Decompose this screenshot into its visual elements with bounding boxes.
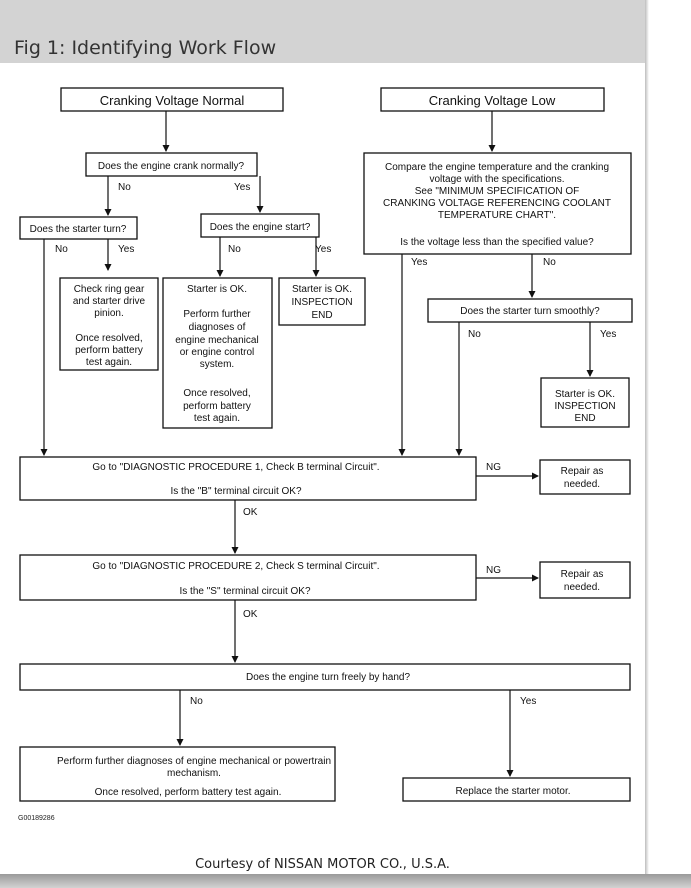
action-repair-as-needed-1: Repair as needed. [539,459,631,495]
svg-text:diagnoses of: diagnoses of [189,322,246,333]
svg-text:and starter drive: and starter drive [73,296,146,307]
svg-text:system.: system. [200,359,234,370]
svg-text:Compare the engine temperature: Compare the engine temperature and the c… [385,162,609,173]
svg-text:or engine control: or engine control [180,347,255,358]
svg-text:mechanism.: mechanism. [167,768,221,779]
label-no: No [543,257,556,268]
label-yes: Yes [520,696,536,707]
svg-text:Starter is OK.: Starter is OK. [187,284,247,295]
action-replace-starter-motor: Replace the starter motor. [402,777,631,802]
svg-text:Once resolved,: Once resolved, [183,388,250,399]
label-no: No [228,244,241,255]
action-starter-ok-further-diagnoses: Starter is OK. Perform further diagnoses… [162,277,273,429]
action-perform-further-diagnoses: Perform further diagnoses of engine mech… [19,746,336,802]
decision-starter-turn-smoothly: Does the starter turn smoothly? [427,298,633,323]
svg-text:test again.: test again. [194,413,240,424]
decision-engine-turn-freely: Does the engine turn freely by hand? [19,663,631,691]
svg-text:Go to "DIAGNOSTIC PROCEDURE 1,: Go to "DIAGNOSTIC PROCEDURE 1, Check B t… [92,462,379,473]
label-yes: Yes [600,329,616,340]
svg-text:Once resolved, perform battery: Once resolved, perform battery test agai… [95,787,282,798]
svg-text:needed.: needed. [564,479,600,490]
svg-text:Does the starter turn smoothly: Does the starter turn smoothly? [460,306,600,317]
svg-text:Starter is OK.: Starter is OK. [292,284,352,295]
svg-text:Repair as: Repair as [561,466,604,477]
svg-text:Cranking Voltage Normal: Cranking Voltage Normal [100,93,245,108]
figure-header: Fig 1: Identifying Work Flow [0,0,645,63]
label-no: No [118,182,131,193]
svg-text:Does the engine start?: Does the engine start? [210,222,311,233]
label-ng: NG [486,565,501,576]
svg-text:INSPECTION: INSPECTION [291,297,352,308]
svg-text:Perform further: Perform further [183,309,251,320]
end-starter-ok-inspection-2: Starter is OK. INSPECTION END [540,377,630,428]
branch-labels: No Yes No Yes No Yes Yes No No Yes NG OK… [55,182,616,707]
action-repair-as-needed-2: Repair as needed. [539,561,631,599]
label-ok: OK [243,507,258,518]
label-yes: Yes [411,257,427,268]
decision-compare-temperature-voltage: Compare the engine temperature and the c… [363,152,632,255]
svg-text:Is the "B" terminal circuit OK: Is the "B" terminal circuit OK? [170,486,301,497]
svg-text:INSPECTION: INSPECTION [554,401,615,412]
label-ng: NG [486,462,501,473]
svg-text:Once resolved,: Once resolved, [75,333,142,344]
svg-text:pinion.: pinion. [94,308,123,319]
svg-text:Perform further diagnoses of e: Perform further diagnoses of engine mech… [57,756,331,767]
figure-title: Fig 1: Identifying Work Flow [14,37,277,59]
label-yes: Yes [315,244,331,255]
action-check-ring-gear: Check ring gear and starter drive pinion… [59,277,159,371]
svg-text:Is the voltage less than the s: Is the voltage less than the specified v… [400,237,594,248]
start-box-cranking-voltage-normal: Cranking Voltage Normal [60,87,284,112]
courtesy-text: Courtesy of NISSAN MOTOR CO., U.S.A. [195,857,450,872]
decision-diagnostic-procedure-2: Go to "DIAGNOSTIC PROCEDURE 2, Check S t… [19,554,477,601]
svg-text:perform battery: perform battery [183,401,251,412]
svg-text:Repair as: Repair as [561,569,604,580]
decision-starter-turn: Does the starter turn? [19,216,138,240]
decision-engine-start: Does the engine start? [200,213,320,238]
svg-text:Is the "S" terminal circuit OK: Is the "S" terminal circuit OK? [179,586,310,597]
svg-text:CRANKING VOLTAGE REFERENCING C: CRANKING VOLTAGE REFERENCING COOLANT [383,198,611,209]
svg-text:test again.: test again. [86,357,132,368]
svg-text:See "MINIMUM SPECIFICATION OF: See "MINIMUM SPECIFICATION OF [415,186,580,197]
label-no: No [55,244,68,255]
svg-text:needed.: needed. [564,582,600,593]
svg-text:Does the starter turn?: Does the starter turn? [30,224,127,235]
svg-text:Check ring gear: Check ring gear [74,284,145,295]
decision-diagnostic-procedure-1: Go to "DIAGNOSTIC PROCEDURE 1, Check B t… [19,456,477,501]
end-starter-ok-inspection-1: Starter is OK. INSPECTION END [278,277,366,326]
label-no: No [190,696,203,707]
label-ok: OK [243,609,258,620]
label-yes: Yes [118,244,134,255]
decision-engine-crank-normally: Does the engine crank normally? [85,152,258,177]
svg-text:END: END [311,310,332,321]
svg-text:END: END [574,413,595,424]
bottom-scroll-bar [0,874,691,888]
svg-text:Does the engine crank normally: Does the engine crank normally? [98,161,245,172]
svg-text:Go to "DIAGNOSTIC PROCEDURE 2,: Go to "DIAGNOSTIC PROCEDURE 2, Check S t… [92,561,379,572]
svg-text:Starter is OK.: Starter is OK. [555,389,615,400]
svg-text:perform battery: perform battery [75,345,143,356]
svg-text:Replace the starter motor.: Replace the starter motor. [455,786,570,797]
label-yes: Yes [234,182,250,193]
svg-text:TEMPERATURE CHART".: TEMPERATURE CHART". [438,210,556,221]
flow-connectors [40,111,594,777]
svg-text:voltage with the specification: voltage with the specifications. [429,174,564,185]
svg-text:Does the engine turn freely by: Does the engine turn freely by hand? [246,672,410,683]
svg-text:engine mechanical: engine mechanical [175,335,258,346]
start-box-cranking-voltage-low: Cranking Voltage Low [380,87,605,112]
svg-text:Cranking Voltage Low: Cranking Voltage Low [429,93,556,108]
figure-id: G00189286 [18,815,55,822]
label-no: No [468,329,481,340]
page-edge-shadow [645,0,649,874]
